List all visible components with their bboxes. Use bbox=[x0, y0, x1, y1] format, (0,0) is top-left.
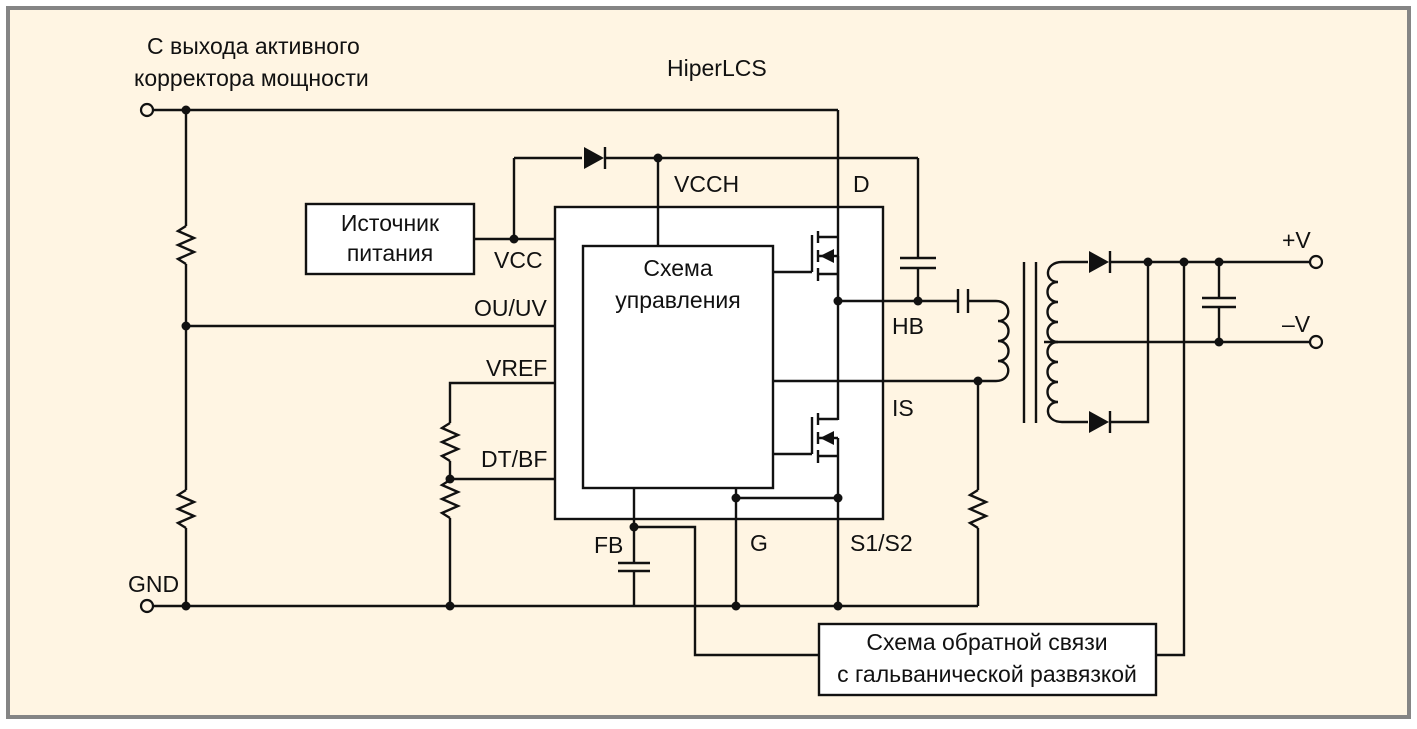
pin-is: IS bbox=[892, 395, 914, 421]
pin-vref: VREF bbox=[486, 355, 547, 381]
feedback-block bbox=[817, 622, 1158, 697]
vref-dtbf-network bbox=[439, 381, 555, 606]
pin-d: D bbox=[853, 171, 870, 197]
input-terminal bbox=[139, 102, 155, 118]
feedback-block-line1: Схема обратной связи bbox=[866, 629, 1107, 655]
output-minus-label: –V bbox=[1282, 311, 1311, 337]
feedback-block-line2: с гальванической развязкой bbox=[837, 661, 1137, 687]
pin-g: G bbox=[750, 530, 768, 556]
pin-dt-bf: DT/BF bbox=[481, 446, 547, 472]
junction-dots bbox=[181, 105, 1224, 611]
control-block-line1: Схема bbox=[643, 255, 712, 281]
power-source-line1: Источник bbox=[341, 210, 440, 236]
output-rectifier bbox=[1044, 251, 1310, 433]
rectifier-diode-bottom-icon bbox=[1089, 411, 1109, 433]
pin-ou-uv: OU/UV bbox=[474, 295, 548, 321]
pin-vcch: VCCH bbox=[674, 171, 739, 197]
gnd-label: GND bbox=[128, 571, 179, 597]
input-label-line2: корректора мощности bbox=[134, 65, 369, 91]
input-label-line1: С выхода активного bbox=[147, 33, 360, 59]
minus-v-terminal bbox=[1308, 334, 1324, 350]
power-source-line2: питания bbox=[347, 240, 433, 266]
high-side-mosfet-icon bbox=[773, 231, 840, 420]
plus-v-terminal bbox=[1308, 254, 1324, 270]
power-source-block bbox=[304, 202, 476, 276]
chip-title: HiperLCS bbox=[667, 55, 767, 81]
control-block bbox=[581, 244, 775, 490]
output-plus-label: +V bbox=[1282, 227, 1311, 253]
gnd-terminal bbox=[139, 598, 155, 614]
bootstrap-diode-icon bbox=[584, 147, 604, 169]
low-side-mosfet-icon bbox=[773, 413, 840, 606]
pin-vcc: VCC bbox=[494, 247, 543, 273]
hb-node bbox=[773, 289, 1010, 606]
pin-s1s2: S1/S2 bbox=[850, 530, 913, 556]
rectifier-diode-top-icon bbox=[1089, 251, 1109, 273]
fb-network bbox=[618, 262, 1186, 657]
pin-fb: FB bbox=[594, 532, 623, 558]
ou-uv-divider bbox=[175, 110, 555, 606]
pin-hb: HB bbox=[892, 313, 924, 339]
control-block-line2: управления bbox=[615, 287, 740, 313]
